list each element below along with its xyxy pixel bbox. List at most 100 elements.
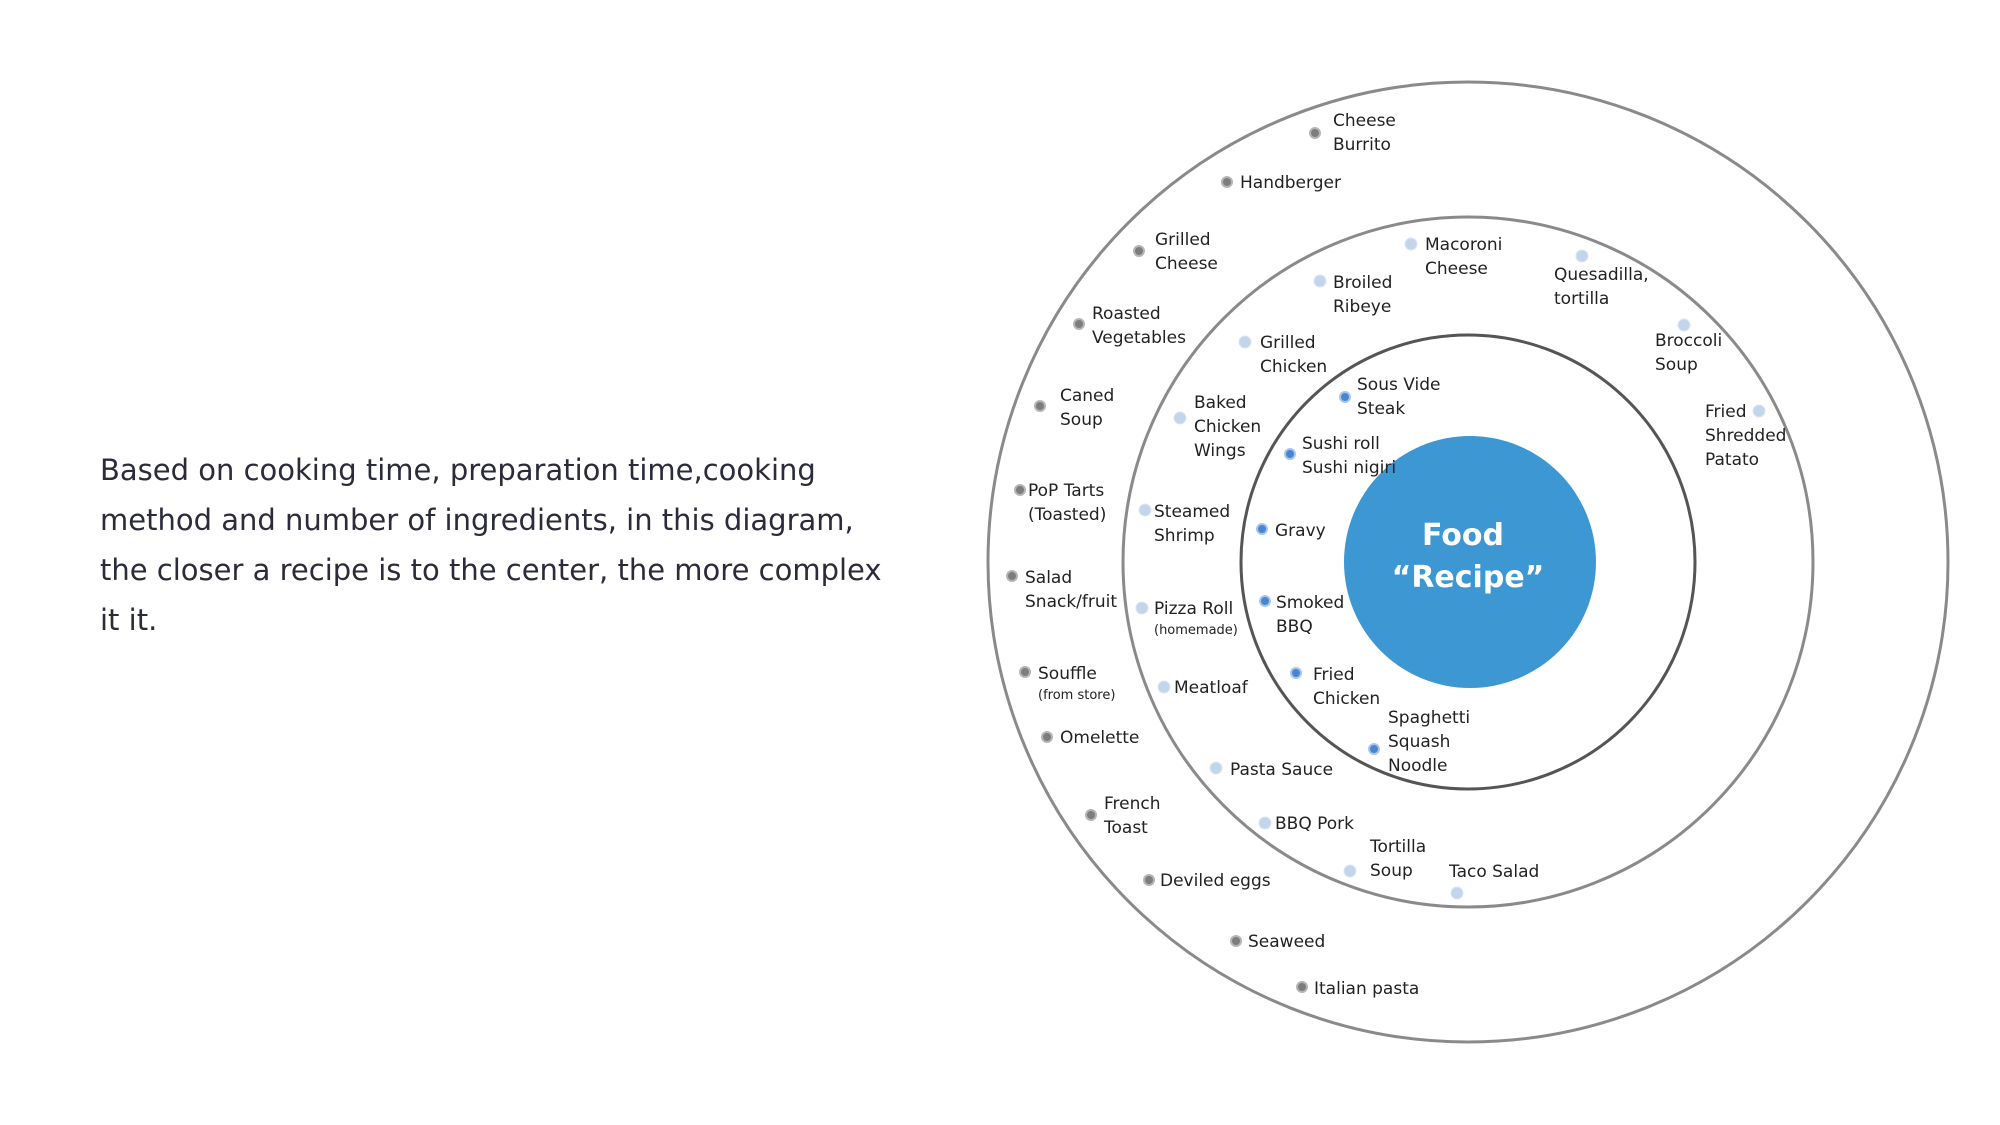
recipe-label: Sous Vide <box>1357 375 1440 395</box>
recipe-dot <box>1313 274 1327 288</box>
recipe-label: Toast <box>1103 818 1148 838</box>
recipe-label: Quesadilla, <box>1554 265 1649 285</box>
recipe-label: BBQ Pork <box>1275 814 1354 834</box>
recipe-label: Chicken <box>1260 357 1327 377</box>
recipe-dot <box>1450 886 1464 900</box>
recipe-label: Soup <box>1060 410 1103 430</box>
recipe-label: Broiled <box>1333 273 1392 293</box>
recipe-item-bbq-pork: BBQ Pork <box>1258 814 1354 834</box>
recipe-dot <box>1404 237 1418 251</box>
recipe-item-pizza-roll: Pizza Roll (homemade) <box>1135 599 1238 638</box>
recipe-label: Soup <box>1655 355 1698 375</box>
recipe-dot <box>1133 245 1145 257</box>
recipe-item-italian-pasta: Italian pasta <box>1296 979 1419 999</box>
middle-ring <box>1121 215 1815 909</box>
recipe-label: Sushi nigiri <box>1302 458 1396 478</box>
recipe-dot <box>1230 935 1242 947</box>
recipe-item-omelette: Omelette <box>1041 728 1139 748</box>
recipe-label: Spaghetti <box>1388 708 1470 728</box>
recipe-dot <box>1309 127 1321 139</box>
recipe-dot <box>1085 809 1097 821</box>
recipe-note: (from store) <box>1038 688 1115 703</box>
recipe-dot <box>1752 404 1766 418</box>
recipe-label: Vegetables <box>1092 328 1186 348</box>
recipe-dot <box>1339 391 1351 403</box>
recipe-dot <box>1259 595 1271 607</box>
recipe-label: tortilla <box>1554 289 1609 309</box>
recipe-label: Squash <box>1388 732 1450 752</box>
recipe-label: Steamed <box>1154 502 1230 522</box>
recipe-label: Noodle <box>1388 756 1448 776</box>
recipe-label: Meatloaf <box>1174 678 1249 698</box>
recipe-label: Cheese <box>1155 254 1218 274</box>
recipe-dot <box>1006 570 1018 582</box>
center-title-line1: Food <box>1422 518 1504 553</box>
recipe-dot <box>1143 874 1155 886</box>
recipe-item-seaweed: Seaweed <box>1230 932 1325 952</box>
recipe-dot <box>1238 335 1252 349</box>
recipe-label: Pasta Sauce <box>1230 760 1333 780</box>
recipe-label: Gravy <box>1275 521 1326 541</box>
recipe-label: Caned <box>1060 386 1114 406</box>
recipe-note: (homemade) <box>1154 623 1238 638</box>
recipe-item-taco-salad: Taco Salad <box>1448 862 1539 900</box>
recipe-label: Fried <box>1705 402 1747 422</box>
recipe-item-deviled-eggs: Deviled eggs <box>1143 871 1271 891</box>
recipe-dot <box>1209 761 1223 775</box>
recipe-dot <box>1221 176 1233 188</box>
recipe-label: Italian pasta <box>1314 979 1419 999</box>
recipe-label: Wings <box>1194 441 1246 461</box>
recipe-item-pop-tarts-toasted: PoP Tarts(Toasted) <box>1014 481 1106 525</box>
recipe-label: Broccoli <box>1655 331 1722 351</box>
recipe-label: French <box>1104 794 1161 814</box>
recipe-label: Fried <box>1313 665 1355 685</box>
recipe-label: Taco Salad <box>1448 862 1539 882</box>
recipe-dot <box>1256 523 1268 535</box>
recipe-dot <box>1296 981 1308 993</box>
recipe-label: Soup <box>1370 861 1413 881</box>
recipe-label: BBQ <box>1276 617 1313 637</box>
center-title-line2: “Recipe” <box>1392 560 1545 595</box>
recipe-label: Chicken <box>1194 417 1261 437</box>
recipe-label: Handberger <box>1240 173 1341 193</box>
recipe-item-gravy: Gravy <box>1256 521 1326 541</box>
recipe-label: Snack/fruit <box>1025 592 1117 612</box>
recipe-label: Pizza Roll <box>1154 599 1233 619</box>
recipe-dot <box>1157 680 1171 694</box>
recipe-dot <box>1014 484 1026 496</box>
recipe-label: Smoked <box>1276 593 1344 613</box>
recipe-label: PoP Tarts <box>1028 481 1104 501</box>
recipe-item-quesadilla-tortilla: Quesadilla, tortilla <box>1554 249 1649 309</box>
recipe-label: Shredded <box>1705 426 1786 446</box>
recipe-label: Burrito <box>1333 135 1391 155</box>
recipe-dot <box>1677 318 1691 332</box>
recipe-dot <box>1138 503 1152 517</box>
recipe-label: Grilled <box>1155 230 1211 250</box>
recipe-label: Steak <box>1357 399 1405 419</box>
recipe-dot <box>1284 448 1296 460</box>
recipe-dot <box>1258 816 1272 830</box>
recipe-label: Roasted <box>1092 304 1161 324</box>
recipe-label: Shrimp <box>1154 526 1215 546</box>
recipe-items: CheeseBurritoHandbergerGrilledCheeseRoas… <box>1006 111 1786 999</box>
recipe-dot <box>1034 400 1046 412</box>
recipe-dot <box>1368 743 1380 755</box>
